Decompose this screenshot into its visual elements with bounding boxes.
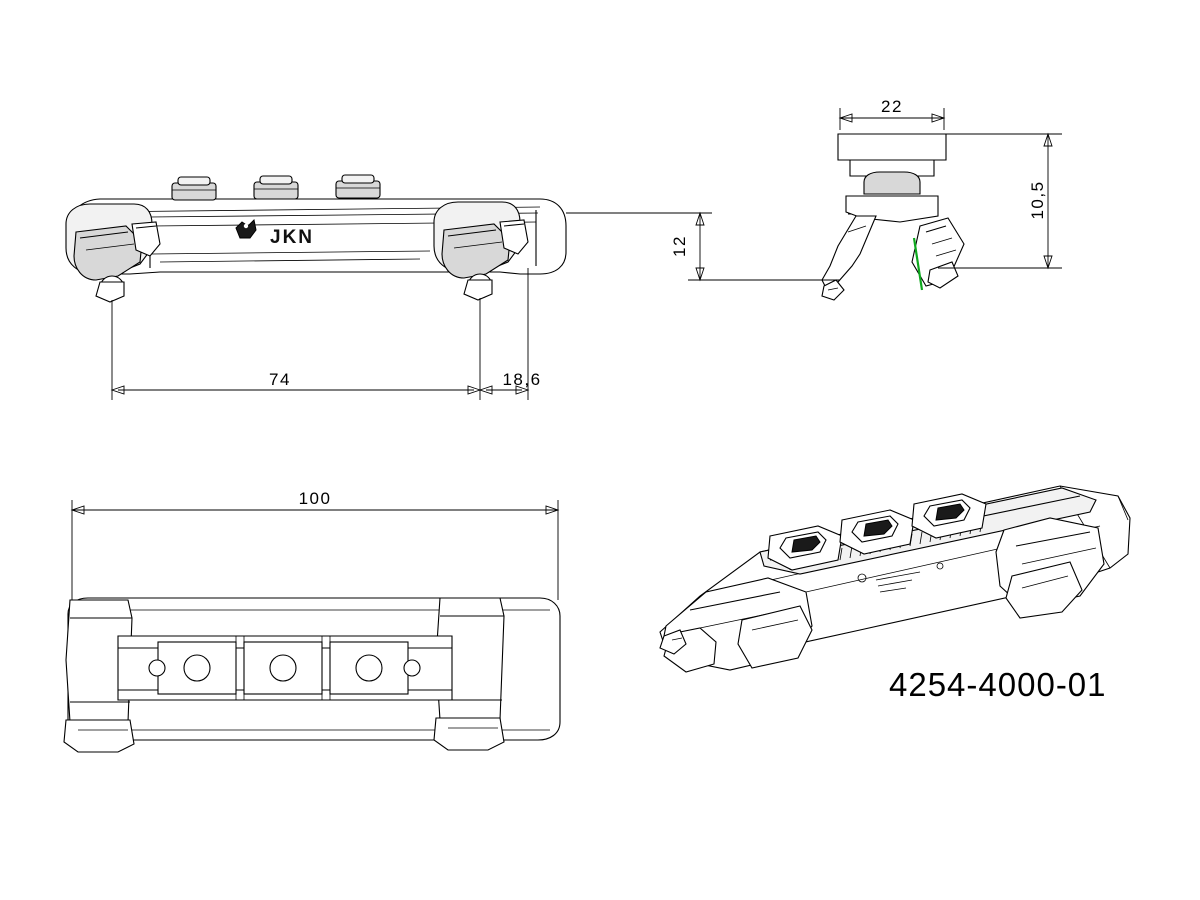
brand-label: JKN xyxy=(270,227,314,248)
part-number-label: 4254-4000-01 xyxy=(889,666,1107,703)
top-plan-view: 100 xyxy=(63,489,561,753)
left-clamp xyxy=(65,203,161,303)
side-clamp-block xyxy=(911,217,965,289)
top-screw-heads xyxy=(171,174,381,201)
iso-left-clamp xyxy=(659,577,813,673)
top-view-screws xyxy=(157,641,409,695)
dim-12-label: 12 xyxy=(670,235,689,257)
dim-18-6-label: 18,6 xyxy=(502,370,541,389)
dim-74-label: 74 xyxy=(269,370,291,389)
highlight-edge xyxy=(912,237,924,291)
dim-22-label: 22 xyxy=(881,97,903,116)
dim-100-label: 100 xyxy=(299,489,332,508)
brand-logo xyxy=(235,218,257,239)
right-clamp xyxy=(433,201,529,301)
isometric-view xyxy=(659,485,1131,673)
front-view-dimensions: 74 18,6 xyxy=(110,268,541,400)
iso-screw-blocks xyxy=(767,493,987,571)
front-elevation-view: JKN xyxy=(65,174,700,303)
dim-10-5-label: 10,5 xyxy=(1028,180,1047,219)
iso-body-markings xyxy=(857,562,944,593)
side-section-view: 22 10,5 12 xyxy=(670,97,1062,301)
iso-right-clamp xyxy=(995,517,1105,619)
